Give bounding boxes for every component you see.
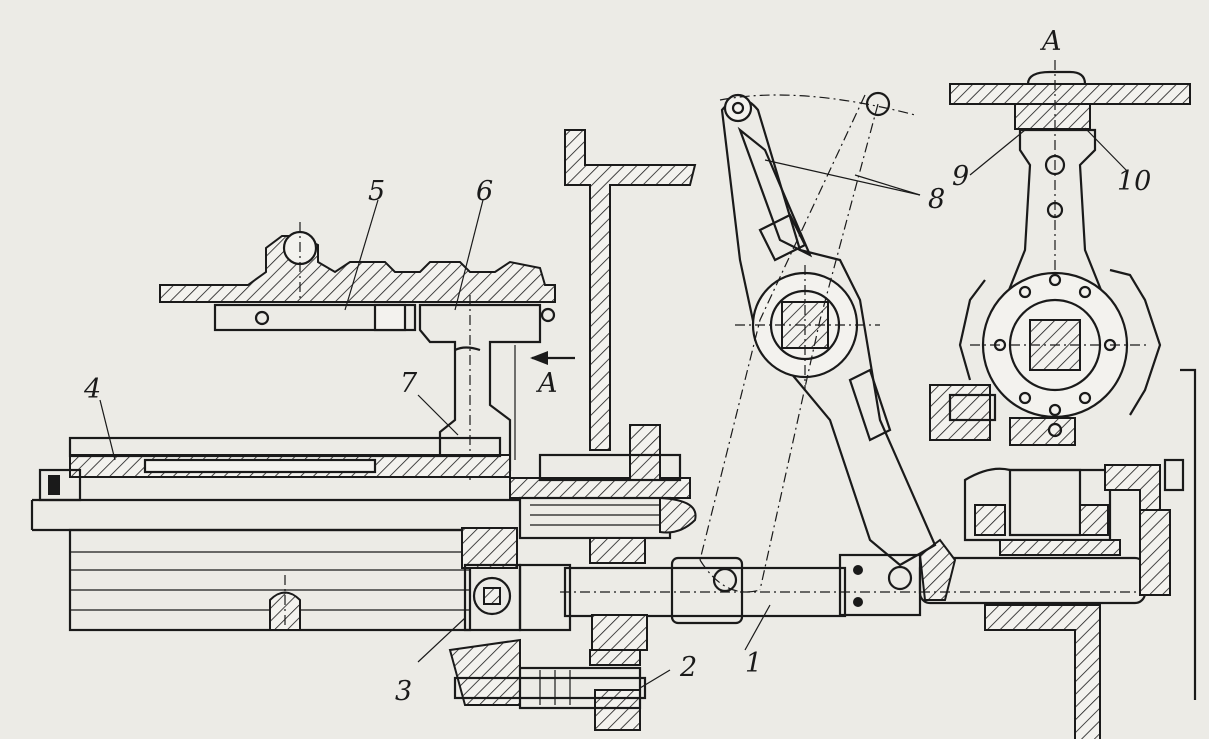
clutch-assembly xyxy=(509,424,697,564)
upper-frame xyxy=(159,222,556,303)
label-7: 7 xyxy=(400,368,418,399)
label-3: 3 xyxy=(395,676,412,707)
label-8: 8 xyxy=(928,184,945,215)
view-title-A: A xyxy=(1039,26,1062,57)
label-1: 1 xyxy=(745,648,762,679)
label-9: 9 xyxy=(952,161,969,192)
lever-6-7 xyxy=(418,295,556,480)
label-4: 4 xyxy=(83,374,101,405)
label-2: 2 xyxy=(679,652,697,683)
coupling-3 xyxy=(461,527,572,632)
cylinder-4 xyxy=(38,436,511,502)
section-arrow xyxy=(530,351,575,365)
vertical-wall xyxy=(564,129,697,451)
lever-8 xyxy=(699,91,937,593)
label-10: 10 xyxy=(1117,166,1151,197)
bracket-5 xyxy=(213,303,417,332)
label-5: 5 xyxy=(368,176,385,207)
leader-lines xyxy=(99,127,1129,689)
section-mark-A: A xyxy=(535,368,558,399)
lower-gear-stack xyxy=(589,614,648,731)
main-shaft-body xyxy=(30,498,520,632)
right-housing xyxy=(963,368,1197,739)
section-view-A xyxy=(929,60,1191,446)
label-6: 6 xyxy=(476,176,493,207)
